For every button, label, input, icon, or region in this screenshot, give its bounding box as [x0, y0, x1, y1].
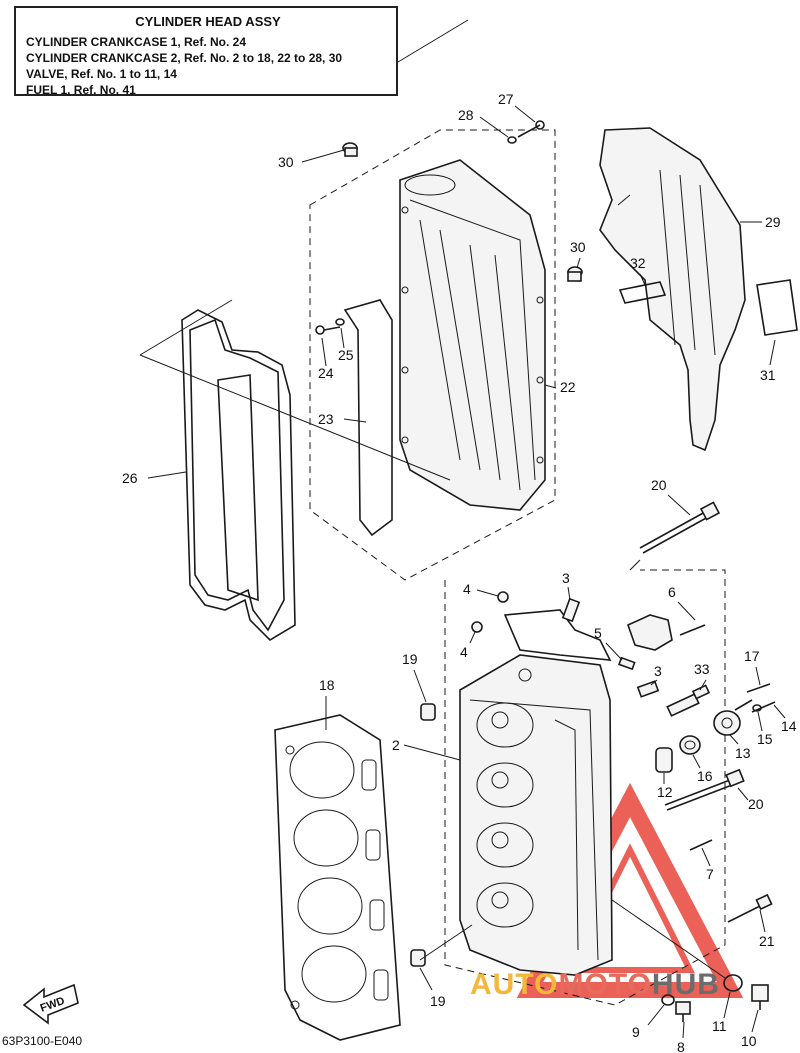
callout-3-upper: 3: [562, 570, 570, 586]
callout-28: 28: [458, 107, 474, 123]
cylinder-head-part-2: [459, 654, 613, 976]
callout-19-lower: 19: [430, 993, 446, 1009]
bolt-part-24: [315, 325, 341, 335]
fwd-arrow-icon: FWD: [22, 983, 79, 1025]
callout-20-upper: 20: [651, 477, 667, 493]
legend-box: CYLINDER HEAD ASSY CYLINDER CRANKCASE 1,…: [14, 6, 398, 97]
grommet-part-30-upper: [342, 142, 358, 157]
pin-part-5: [618, 656, 636, 671]
cover-part-13: [713, 699, 753, 736]
gasket-26-guide: [139, 299, 233, 356]
callout-31: 31: [760, 367, 776, 383]
plug-part-4-upper: [497, 591, 509, 603]
legend-line-3: VALVE, Ref. No. 1 to 11, 14: [26, 67, 177, 81]
callout-3-lower: 3: [654, 663, 662, 679]
long-bolt-part-20-lower: [664, 768, 745, 811]
head-gasket-part-18: [274, 714, 401, 1041]
callout-17: 17: [744, 648, 760, 664]
leader-1: [397, 19, 469, 63]
bushing-part-12: [655, 747, 673, 773]
bolt-part-8: [675, 1001, 691, 1022]
callout-4-lower: 4: [460, 644, 468, 660]
callout-21: 21: [759, 933, 775, 949]
callout-14: 14: [781, 718, 797, 734]
callout-30-right: 30: [570, 239, 586, 255]
gasket-part-26: [181, 309, 296, 642]
callout-2: 2: [392, 737, 400, 753]
callout-29: 29: [765, 214, 781, 230]
washer-part-28: [507, 136, 517, 144]
washer-part-9: [661, 994, 675, 1006]
callout-5: 5: [594, 625, 602, 641]
watermark-logo: AUTOMOTOHUB: [470, 968, 720, 1002]
callout-10: 10: [741, 1033, 757, 1049]
callout-30-upper: 30: [278, 154, 294, 170]
callout-16: 16: [697, 768, 713, 784]
callout-8: 8: [677, 1039, 685, 1053]
callout-19-upper: 19: [402, 651, 418, 667]
oil-seal-part-16: [679, 735, 701, 755]
bolt-part-21: [727, 893, 773, 923]
dashed-zone-head: [444, 569, 726, 1006]
sleeve-part-19-lower: [410, 949, 426, 967]
plug-part-10: [751, 984, 769, 1010]
callout-25: 25: [338, 347, 354, 363]
callout-13: 13: [735, 745, 751, 761]
long-bolt-part-20-upper: [639, 501, 721, 554]
bolt-part-7: [689, 839, 713, 851]
callout-6: 6: [668, 584, 676, 600]
grommet-part-30-right: [567, 266, 583, 282]
callout-23: 23: [318, 411, 334, 427]
callout-11: 11: [712, 1018, 727, 1034]
cover-gasket-part-23: [343, 299, 393, 537]
callout-32: 32: [630, 255, 646, 271]
callout-4-upper: 4: [463, 581, 471, 597]
bolt-part-27: [517, 120, 545, 138]
legend-line-2: CYLINDER CRANKCASE 2, Ref. No. 2 to 18, …: [26, 51, 343, 65]
sleeve-part-19-upper: [420, 703, 436, 721]
label-part-32: [618, 281, 667, 304]
shroud-part-29: [599, 127, 746, 452]
callout-24: 24: [318, 365, 334, 381]
callout-26: 26: [122, 470, 138, 486]
callout-27: 27: [498, 91, 514, 107]
callout-12: 12: [657, 784, 673, 800]
legend-title: CYLINDER HEAD ASSY: [135, 14, 281, 29]
watermark-auto: AUTO: [470, 968, 559, 1001]
bracket-part-6: [627, 614, 673, 651]
washer-part-11: [723, 974, 743, 992]
callout-9: 9: [632, 1024, 640, 1040]
dowel-pin-part-3-lower: [636, 680, 660, 698]
washer-part-15: [752, 704, 762, 712]
plug-part-4-lower: [471, 621, 483, 633]
dashed-zone-cover: [309, 129, 556, 581]
legend-line-4: FUEL 1, Ref. No. 41: [26, 83, 136, 97]
callout-18: 18: [319, 677, 335, 693]
exhaust-cover-part-22: [399, 159, 546, 511]
callout-15: 15: [757, 731, 773, 747]
callout-20-lower: 20: [748, 796, 764, 812]
callout-7: 7: [706, 866, 714, 882]
callout-22: 22: [560, 379, 576, 395]
bolt-part-17: [746, 683, 771, 693]
cam-cap-upper: [503, 609, 612, 661]
watermark-hub: HUB: [651, 968, 720, 1001]
decal-part-31: [756, 279, 798, 336]
washer-part-25: [335, 318, 345, 326]
sensor-part-33: [666, 684, 711, 717]
dowel-pin-part-3-upper: [561, 597, 581, 623]
watermark-moto: MOTO: [558, 968, 652, 1001]
drawing-code: 63P3100-E040: [2, 1034, 83, 1048]
callout-33: 33: [694, 661, 710, 677]
legend-line-1: CYLINDER CRANKCASE 1, Ref. No. 24: [26, 35, 247, 49]
